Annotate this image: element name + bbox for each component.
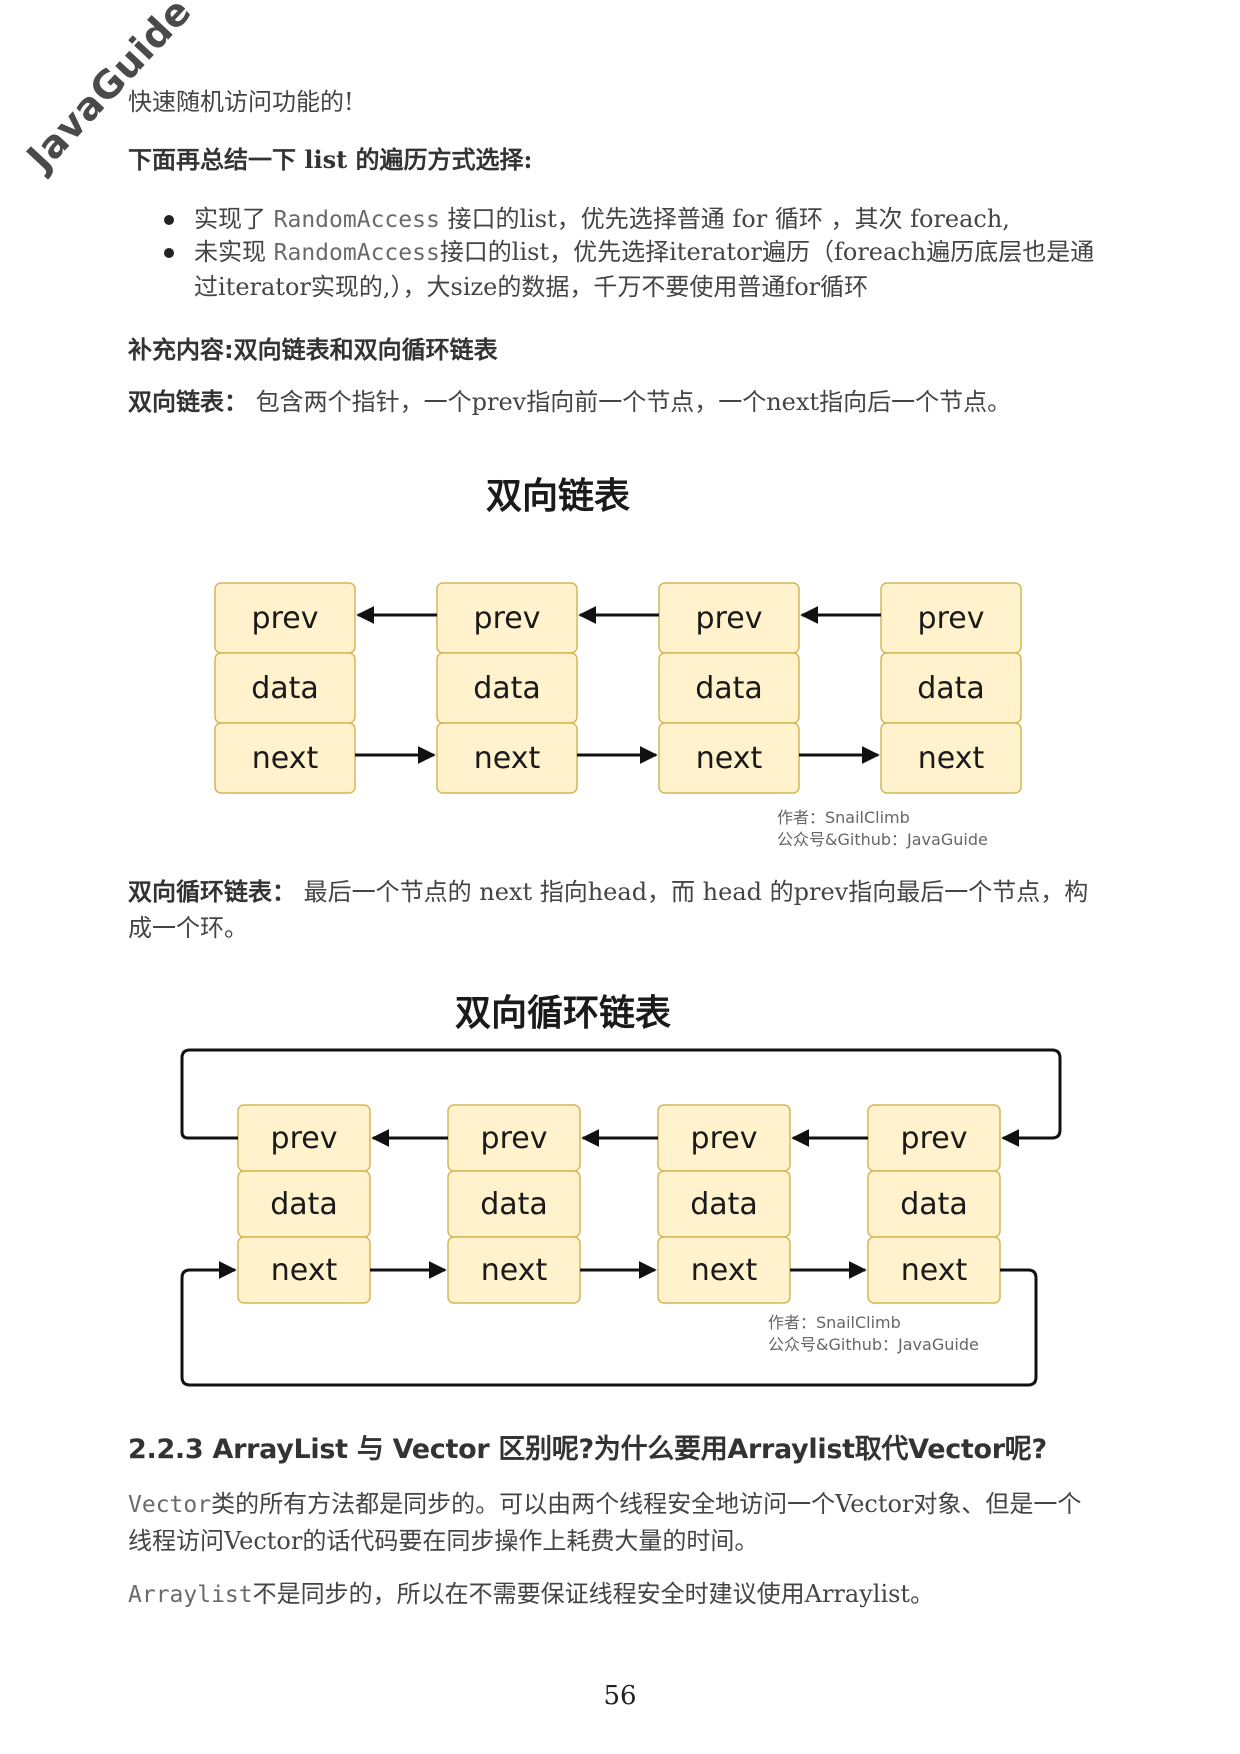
node: prev data next xyxy=(237,1104,371,1304)
field-next: next xyxy=(696,741,763,776)
paragraph-text: 不是同步的，所以在不需要保证线程安全时建议使用Arraylist。 xyxy=(252,1580,935,1608)
field-prev: prev xyxy=(901,1121,968,1156)
field-data: data xyxy=(690,1187,758,1222)
node: prev data next xyxy=(657,1104,791,1304)
credit-author: 作者：SnailClimb xyxy=(777,808,910,827)
credit-author: 作者：SnailClimb xyxy=(768,1313,901,1332)
bullet-dot xyxy=(164,248,174,258)
inline-code: Vector xyxy=(128,1492,212,1518)
doubly-linked-list-diagram: 双向链表 prev data next prev data next prev … xyxy=(214,476,1022,849)
field-data: data xyxy=(917,671,985,706)
node: prev data next xyxy=(214,582,356,794)
field-prev: prev xyxy=(481,1121,548,1156)
bullet-dot xyxy=(164,215,174,225)
field-data: data xyxy=(480,1187,548,1222)
field-data: data xyxy=(473,671,541,706)
page-number: 56 xyxy=(603,1681,637,1711)
inline-code: RandomAccess xyxy=(273,207,440,233)
node: prev data next xyxy=(447,1104,581,1304)
field-next: next xyxy=(271,1253,338,1288)
bullet-text: 接口的list，优先选择iterator遍历（foreach遍历底层也是通过it… xyxy=(194,238,1095,301)
diagram-title: 双向循环链表 xyxy=(455,993,671,1034)
bullet-text: 实现了 xyxy=(194,205,274,233)
field-prev: prev xyxy=(474,601,541,636)
term-label: 双向链表： xyxy=(128,387,248,416)
vector-paragraph: Vector类的所有方法都是同步的。可以由两个线程安全地访问一个Vector对象… xyxy=(128,1486,1098,1559)
field-next: next xyxy=(474,741,541,776)
section-heading: 2.2.3 ArrayList 与 Vector 区别呢?为什么要用Arrayl… xyxy=(128,1434,1047,1465)
field-prev: prev xyxy=(696,601,763,636)
bullet-item: 实现了 RandomAccess 接口的list，优先选择普通 for 循环 ，… xyxy=(164,202,1114,237)
field-data: data xyxy=(270,1187,338,1222)
intro-tail: 快速随机访问功能的! xyxy=(128,88,354,116)
inline-code: RandomAccess xyxy=(273,240,440,266)
bullet-text: 未实现 xyxy=(194,238,274,266)
node: prev data next xyxy=(658,582,800,794)
diagram-title: 双向链表 xyxy=(486,476,630,517)
field-next: next xyxy=(918,741,985,776)
field-next: next xyxy=(481,1253,548,1288)
doubly-linked-desc: 双向链表： 包含两个指针，一个prev指向前一个节点，一个next指向后一个节点… xyxy=(128,384,1011,420)
field-prev: prev xyxy=(252,601,319,636)
field-data: data xyxy=(695,671,763,706)
node: prev data next xyxy=(880,582,1022,794)
circular-linked-list-diagram: 双向循环链表 prev data next prev data next pre… xyxy=(180,993,1062,1387)
term-label: 双向循环链表： xyxy=(128,877,296,906)
credit-account: 公众号&Github：JavaGuide xyxy=(768,1335,979,1354)
field-next: next xyxy=(252,741,319,776)
head-prev-loop-arrow xyxy=(180,1048,1062,1147)
field-next: next xyxy=(691,1253,758,1288)
bullet-text: 接口的list，优先选择普通 for 循环 ，其次 foreach, xyxy=(439,205,1010,233)
circular-linked-desc: 双向循环链表： 最后一个节点的 next 指向head，而 head 的prev… xyxy=(128,874,1098,946)
traversal-heading: 下面再总结一下 list 的遍历方式选择: xyxy=(128,145,533,174)
tail-next-loop-arrow xyxy=(180,1261,1038,1387)
inline-code: Arraylist xyxy=(128,1582,253,1608)
arraylist-paragraph: Arraylist不是同步的，所以在不需要保证线程安全时建议使用Arraylis… xyxy=(128,1576,1098,1613)
field-data: data xyxy=(251,671,319,706)
supplement-heading: 补充内容:双向链表和双向循环链表 xyxy=(128,336,498,364)
field-prev: prev xyxy=(271,1121,338,1156)
field-prev: prev xyxy=(918,601,985,636)
node: prev data next xyxy=(867,1104,1001,1304)
term-text: 包含两个指针，一个prev指向前一个节点，一个next指向后一个节点。 xyxy=(248,388,1012,416)
node: prev data next xyxy=(436,582,578,794)
credit-account: 公众号&Github：JavaGuide xyxy=(777,830,988,849)
field-next: next xyxy=(901,1253,968,1288)
field-data: data xyxy=(900,1187,968,1222)
term-text: 最后一个节点的 next 指向head，而 head 的prev指向最后一个节点… xyxy=(128,878,1089,942)
bullet-item: 未实现 RandomAccess接口的list，优先选择iterator遍历（f… xyxy=(164,235,1114,304)
field-prev: prev xyxy=(691,1121,758,1156)
paragraph-text: 类的所有方法都是同步的。可以由两个线程安全地访问一个Vector对象、但是一个线… xyxy=(128,1490,1082,1555)
